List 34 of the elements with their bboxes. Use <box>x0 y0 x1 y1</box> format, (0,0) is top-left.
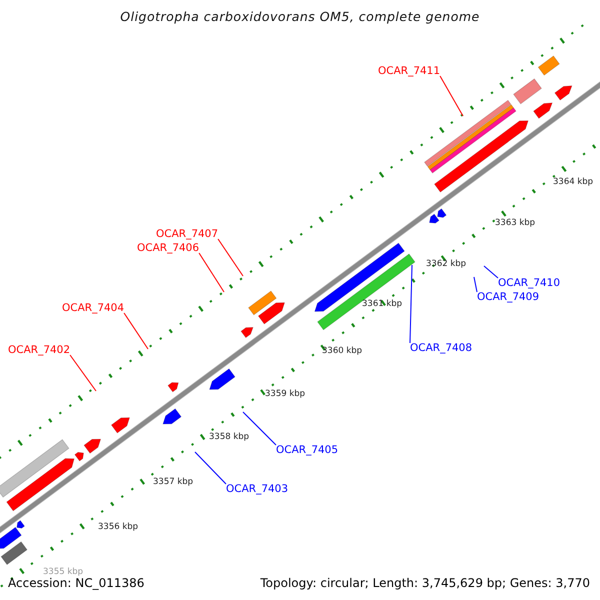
genome-info-text: Topology: circular; Length: 3,745,629 bp; Genes: 3,770 <box>260 576 590 590</box>
gene-label: OCAR_7407 <box>156 228 218 240</box>
gene-arrow <box>317 254 416 330</box>
position-label: 3360 kbp <box>322 346 362 356</box>
position-label: 3356 kbp <box>98 522 138 532</box>
gene-label: OCAR_7403 <box>226 483 288 495</box>
gene-label: OCAR_7409 <box>477 291 540 303</box>
position-label: 3361 kbp <box>362 299 402 309</box>
position-label: 3364 kbp <box>553 177 594 187</box>
gene-label: OCAR_7408 <box>410 342 472 354</box>
accession-text: Accession: NC_011386 <box>8 576 144 590</box>
leader-line <box>70 354 96 392</box>
position-label: 3362 kbp <box>426 259 466 269</box>
gene-label: OCAR_7405 <box>276 444 338 456</box>
position-label: 3363 kbp <box>495 218 536 228</box>
gene-label: OCAR_7404 <box>62 302 124 314</box>
leader-line <box>242 412 276 446</box>
position-label: 3355 kbp <box>43 567 84 577</box>
leader-line <box>218 238 244 276</box>
position-label: 3359 kbp <box>265 389 306 399</box>
position-label: 3358 kbp <box>209 432 250 442</box>
gene-label: OCAR_7410 <box>498 277 560 289</box>
leader-line <box>484 266 498 278</box>
gene-label: OCAR_7406 <box>137 242 200 254</box>
leader-line <box>124 312 148 350</box>
gene-label: OCAR_7411 <box>378 65 440 77</box>
leader-line <box>198 252 224 292</box>
title: Oligotropha carboxidovorans OM5, complete genome <box>119 9 481 24</box>
leader-line <box>474 276 478 292</box>
leader-line <box>440 76 464 116</box>
leader-line <box>194 452 226 484</box>
gene-label: OCAR_7402 <box>8 344 70 356</box>
leader-line <box>410 264 412 344</box>
position-label: 3357 kbp <box>153 477 194 487</box>
